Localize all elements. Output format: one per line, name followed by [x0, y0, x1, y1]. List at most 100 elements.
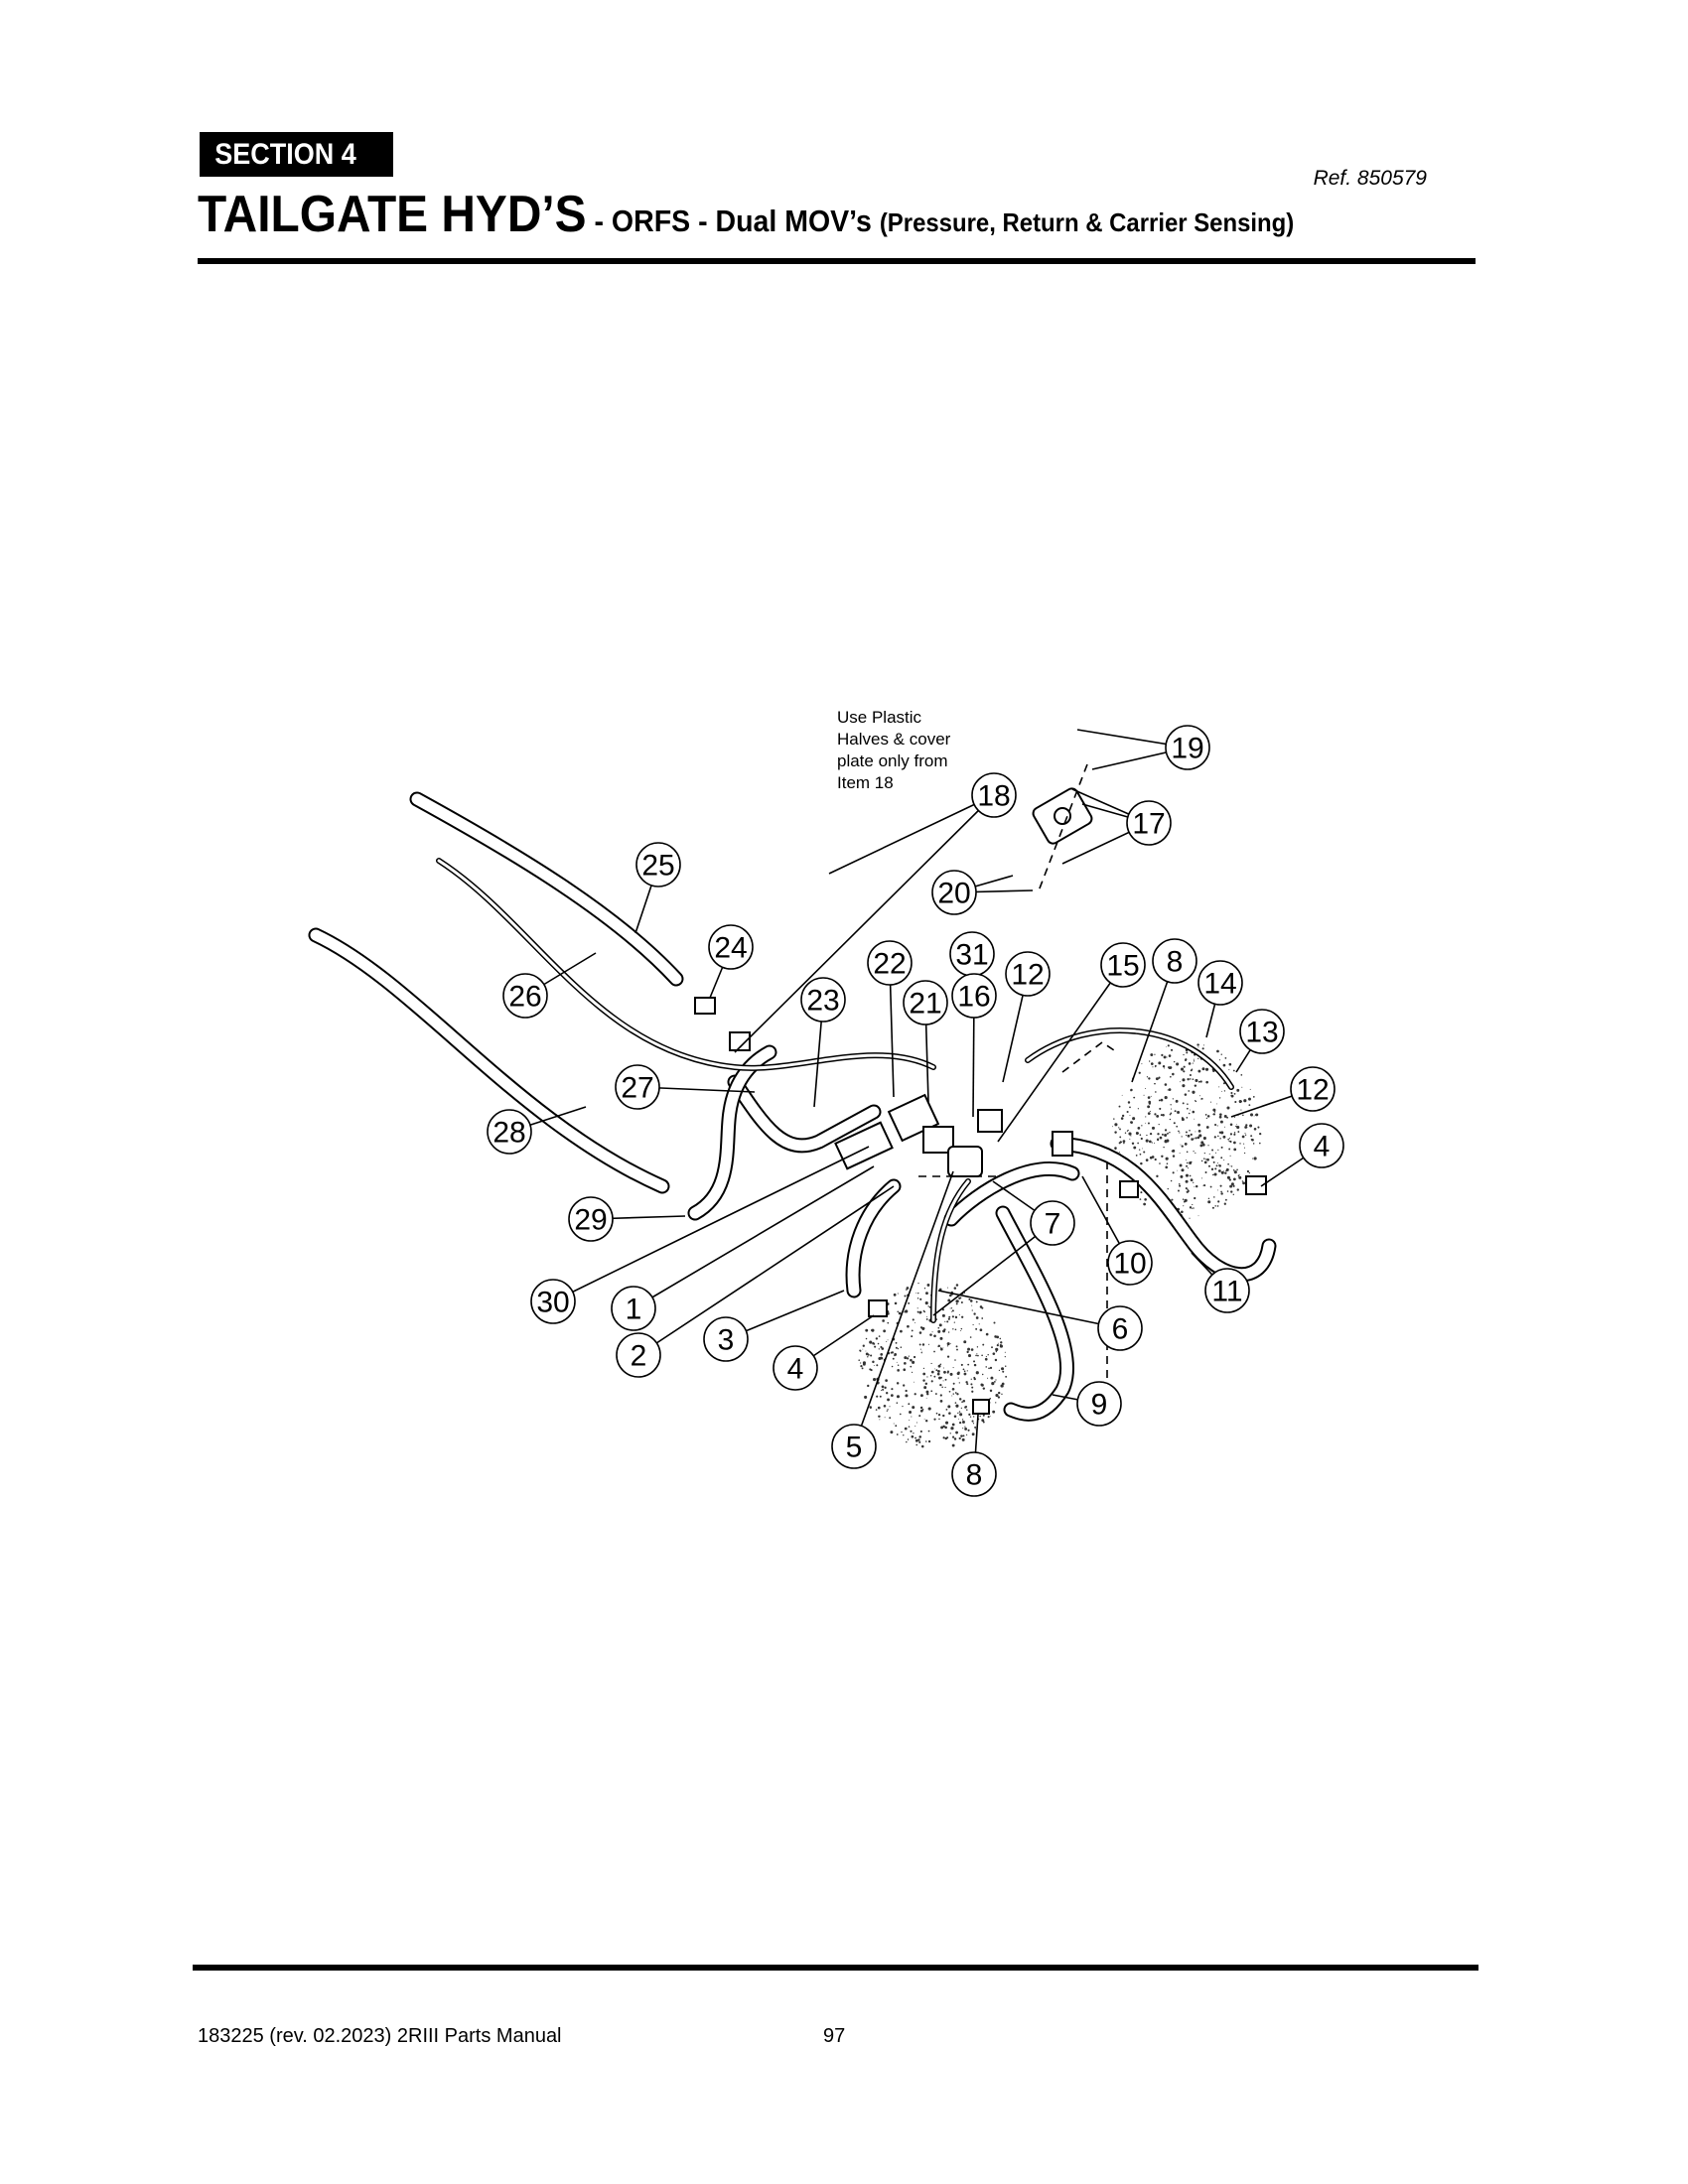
callout-circle — [616, 1332, 661, 1378]
callout-circle — [903, 980, 948, 1025]
callout: 14 — [1197, 960, 1243, 1006]
callout: 18 — [971, 772, 1017, 818]
callout: 12 — [1005, 951, 1051, 997]
callout-number: 25 — [641, 850, 674, 883]
callout: 4 — [773, 1345, 818, 1391]
title-main: TAILGATE HYD’S — [198, 186, 587, 243]
callout-circle — [568, 1196, 614, 1242]
callout: 22 — [867, 940, 913, 986]
header-rule — [198, 258, 1476, 264]
callout-number: 24 — [714, 932, 747, 965]
callout: 11 — [1204, 1268, 1250, 1313]
note-line: Item 18 — [837, 773, 894, 792]
callout: 15 — [1100, 942, 1146, 988]
callout-circle — [635, 842, 681, 887]
callout-number: 4 — [1314, 1131, 1331, 1163]
callout: 3 — [703, 1316, 749, 1362]
callout-circle — [971, 772, 1017, 818]
leader-line — [997, 964, 1124, 1143]
callout-number: 8 — [1167, 946, 1184, 979]
callout: 17 — [1126, 800, 1172, 846]
leader-line — [937, 1290, 1121, 1329]
callout-number: 27 — [621, 1072, 653, 1105]
reference-number: Ref. 850579 — [1313, 167, 1427, 190]
callout-circle — [1299, 1123, 1344, 1168]
callout: 25 — [635, 842, 681, 887]
callout-circle — [1290, 1066, 1336, 1112]
leader-line — [828, 794, 995, 875]
valve-assembly — [694, 787, 1267, 1415]
page-number: 97 — [823, 2025, 846, 2047]
callout: 28 — [487, 1109, 532, 1155]
callout-circle — [951, 1451, 997, 1497]
callout-circle — [1197, 960, 1243, 1006]
callout: 26 — [502, 973, 548, 1019]
callout-number: 10 — [1113, 1248, 1146, 1281]
callout-circle — [487, 1109, 532, 1155]
callout: 9 — [1076, 1381, 1122, 1427]
callout-circle — [951, 973, 997, 1019]
leader-line — [734, 794, 995, 1053]
callout-number: 15 — [1106, 950, 1139, 983]
callout-circle — [611, 1286, 656, 1331]
callout-circle — [708, 924, 754, 970]
callout: 29 — [568, 1196, 614, 1242]
callout: 20 — [931, 870, 977, 915]
callout-circle — [703, 1316, 749, 1362]
callout: 13 — [1239, 1009, 1285, 1054]
callout-number: 12 — [1296, 1074, 1329, 1107]
callout-number: 6 — [1112, 1313, 1129, 1346]
footer-manual: 183225 (rev. 02.2023) 2RIII Parts Manual — [198, 2025, 562, 2047]
callout-number: 28 — [492, 1117, 525, 1150]
callout: 21 — [903, 980, 948, 1025]
title-sub: - ORFS - Dual MOV’s — [586, 204, 880, 238]
callout: 10 — [1107, 1240, 1153, 1286]
callout: 12 — [1290, 1066, 1336, 1112]
leader-line — [633, 1165, 875, 1309]
callout-number: 14 — [1203, 968, 1236, 1001]
hoses — [308, 791, 1277, 1422]
callout-circle — [1239, 1009, 1285, 1054]
callout-circle — [1126, 800, 1172, 846]
callout-number: 16 — [957, 981, 990, 1014]
callout-circle — [502, 973, 548, 1019]
note-line: Use Plastic — [837, 708, 922, 727]
callout-circle — [530, 1279, 576, 1324]
callout-circle — [773, 1345, 818, 1391]
callout-number: 13 — [1245, 1017, 1278, 1049]
callout-number: 30 — [536, 1287, 569, 1319]
title-paren: (Pressure, Return & Carrier Sensing) — [879, 207, 1295, 237]
callout-circle — [1076, 1381, 1122, 1427]
callout-number: 5 — [846, 1432, 863, 1464]
section-label: SECTION 4 — [214, 138, 356, 171]
footer-rule — [193, 1965, 1478, 1971]
callout-number: 18 — [977, 780, 1010, 813]
callout-circle — [1204, 1268, 1250, 1313]
callout-number: 1 — [626, 1294, 642, 1326]
callout-number: 11 — [1211, 1276, 1242, 1308]
callout-circle — [1165, 725, 1210, 770]
section-badge: SECTION 4 — [200, 132, 393, 177]
callout-circle — [831, 1424, 877, 1469]
callout-circle — [800, 977, 846, 1023]
stipple-areas — [858, 1043, 1262, 1448]
callout-number: 2 — [631, 1340, 647, 1373]
callout-circle — [1107, 1240, 1153, 1286]
leader-line — [932, 1222, 1054, 1316]
note: Use Plastic Halves & cover plate only fr… — [837, 708, 951, 792]
callout-number: 17 — [1132, 808, 1165, 841]
callout-number: 23 — [806, 985, 839, 1018]
note-line: plate only from — [837, 751, 948, 770]
callout: 27 — [615, 1064, 660, 1110]
callout-circle — [1005, 951, 1051, 997]
callout-number: 31 — [955, 939, 988, 972]
callout: 31 — [949, 931, 995, 977]
leader-line — [637, 1185, 895, 1356]
callout-circle — [1100, 942, 1146, 988]
callout-number: 8 — [966, 1459, 983, 1492]
callout-circle — [615, 1064, 660, 1110]
leader-line — [552, 1146, 870, 1302]
callout-number: 20 — [937, 878, 970, 910]
callout-number: 29 — [574, 1204, 607, 1237]
